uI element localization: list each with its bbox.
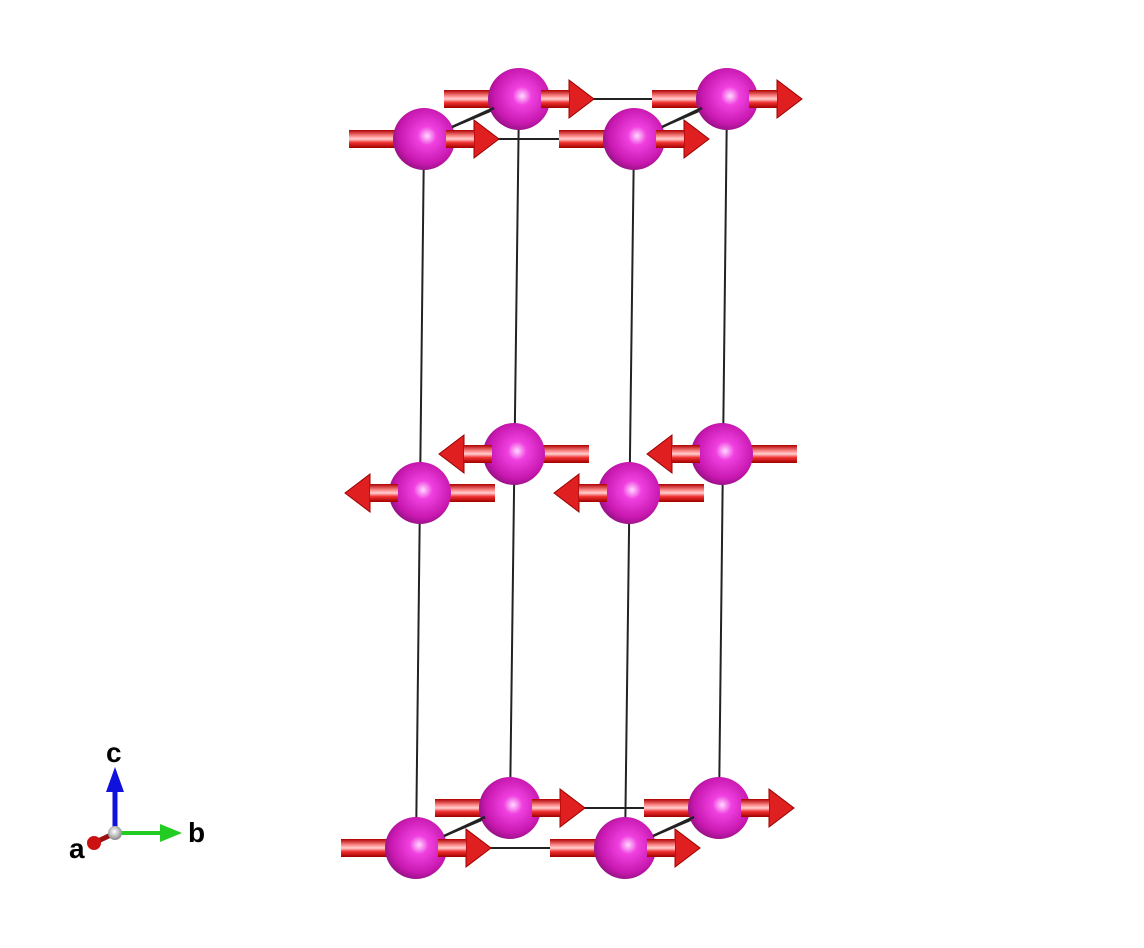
magnetic-atom (438, 423, 589, 485)
spin-arrow-head (768, 787, 795, 829)
a-axis-label: a (69, 833, 85, 864)
spin-arrow-shaft-front (656, 130, 684, 148)
atom-sphere (483, 423, 545, 485)
atom-sphere (488, 68, 550, 130)
spin-arrow-head (473, 118, 500, 160)
atom-sphere (603, 108, 665, 170)
atom-sphere (594, 817, 656, 879)
atom-sphere (389, 462, 451, 524)
magnetic-atom (652, 68, 803, 130)
magnetic-atom (644, 777, 795, 839)
b-axis-label: b (188, 817, 205, 848)
spin-arrow-head (683, 118, 710, 160)
c-axis-arrowhead (106, 767, 124, 792)
spin-arrow-shaft-front (749, 90, 777, 108)
atom-sphere (393, 108, 455, 170)
spin-arrow-shaft-front (446, 130, 474, 148)
spin-arrow-shaft-front (532, 799, 560, 817)
cell-edge (451, 106, 495, 129)
magnetic-atom (559, 108, 710, 170)
spin-arrow-head (465, 827, 492, 869)
spin-arrow-shaft-front (672, 445, 700, 463)
c-axis-label: c (106, 737, 122, 768)
spin-arrow-head (776, 78, 803, 120)
cell-edge (652, 815, 695, 838)
axis-indicator: c b a (69, 737, 205, 864)
spin-arrow-shaft-front (579, 484, 607, 502)
magnetic-atom (550, 817, 701, 879)
spin-arrow-head (646, 433, 673, 475)
spin-arrow-head (674, 827, 701, 869)
spin-arrow-shaft-front (370, 484, 398, 502)
spin-arrow-shaft-front (541, 90, 569, 108)
spin-arrow-shaft-front (647, 839, 675, 857)
origin-sphere (108, 826, 122, 840)
cell-edge (661, 106, 703, 129)
atom-sphere (479, 777, 541, 839)
magnetic-atom (344, 462, 495, 524)
atom-sphere (696, 68, 758, 130)
unit-cell-edges (415, 98, 728, 849)
spin-arrow-shaft-front (464, 445, 492, 463)
atoms-and-spins (341, 68, 803, 879)
magnetic-atom (646, 423, 797, 485)
magnetic-atom (341, 817, 492, 879)
spin-arrow-shaft-front (741, 799, 769, 817)
cell-edge (443, 815, 486, 838)
magnetic-atom (435, 777, 586, 839)
magnetic-atom (349, 108, 500, 170)
atom-sphere (385, 817, 447, 879)
a-axis-tip (87, 836, 101, 850)
b-axis-arrowhead (160, 824, 182, 842)
spin-arrow-head (344, 472, 371, 514)
spin-arrow-shaft-front (438, 839, 466, 857)
spin-arrow-head (553, 472, 580, 514)
atom-sphere (688, 777, 750, 839)
spin-arrow-head (568, 78, 595, 120)
spin-arrow-head (438, 433, 465, 475)
magnetic-atom (553, 462, 704, 524)
atom-sphere (598, 462, 660, 524)
magnetic-atom (444, 68, 595, 130)
atom-sphere (691, 423, 753, 485)
spin-arrow-head (559, 787, 586, 829)
